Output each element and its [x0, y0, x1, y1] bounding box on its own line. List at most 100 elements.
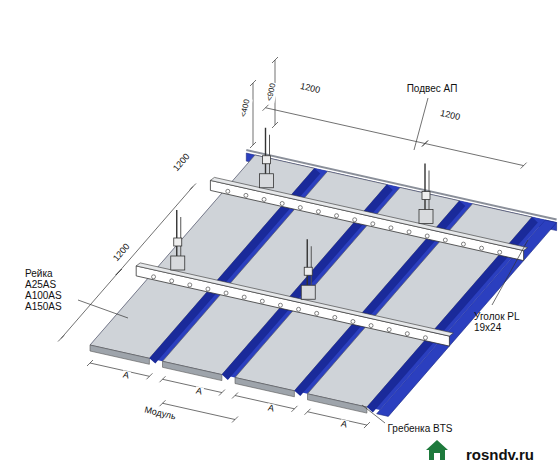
hanger-rod [176, 210, 177, 262]
stringer-tooth [315, 311, 319, 315]
leader-line [492, 240, 528, 305]
dimension-line [425, 144, 524, 166]
dimension-line [119, 187, 193, 273]
stringer-tooth [152, 275, 156, 279]
dimension-label: <900 [265, 81, 278, 102]
hanger-rod [265, 128, 266, 180]
dimension-label: 1200 [298, 82, 322, 97]
dimension-label: A [194, 386, 204, 397]
stringer-tooth [353, 218, 357, 222]
part-label: Подвес АП [407, 83, 458, 94]
stringer-tooth [298, 206, 302, 210]
hanger-spring [304, 267, 312, 275]
dimension-label: Модуль [142, 405, 177, 422]
stringer-tooth [335, 214, 339, 218]
dimension-label: <400 [239, 97, 252, 118]
dimension-label: 1200 [111, 241, 133, 264]
stringer-tooth [480, 246, 484, 250]
dimension-line [163, 379, 222, 392]
watermark-icon [426, 440, 448, 460]
rail-lip [163, 361, 222, 380]
dimension-tick [160, 376, 166, 382]
part-label: Уголок PL 19x24 [474, 311, 536, 333]
stringer-tooth [423, 336, 427, 340]
stringer-tooth [443, 238, 447, 242]
dimension-line [266, 108, 426, 144]
stringer-tooth [351, 319, 355, 323]
dimension-tick [190, 184, 196, 190]
dimension-tick [160, 400, 166, 406]
hanger-spring [422, 192, 430, 200]
part-label: Гребенка BTS [388, 423, 453, 434]
stringer-tooth [498, 250, 502, 254]
leader-line [78, 300, 128, 318]
stringer-tooth [206, 287, 210, 291]
stringer-tooth [262, 197, 266, 201]
hanger-bracket [301, 285, 315, 299]
dimension-tick [422, 141, 428, 147]
rail-lip [90, 345, 149, 364]
dimension-tick [364, 422, 370, 428]
stringer-tooth [280, 201, 284, 205]
stringer-top [210, 177, 527, 250]
dimension-label: 1200 [438, 109, 462, 124]
dimension-line [90, 363, 149, 376]
stringer-tooth [389, 226, 393, 230]
carrier-stringer [210, 180, 523, 260]
dimension-tick [272, 57, 278, 63]
dimension-tick [291, 406, 297, 412]
dimension-line [308, 412, 367, 425]
dimension-label: A [121, 370, 131, 381]
dimension-tick [58, 336, 64, 342]
leader-line [362, 405, 385, 423]
stringer-tooth [188, 283, 192, 287]
stringer-tooth [316, 210, 320, 214]
hanger-spring [174, 238, 182, 246]
stringer-tooth [244, 193, 248, 197]
stringer-tooth [405, 332, 409, 336]
dimension-tick [146, 373, 152, 379]
dimension-tick [263, 105, 269, 111]
stringer-tooth [224, 291, 228, 295]
hanger-bracket [419, 210, 433, 224]
hanger-bracket [260, 174, 274, 188]
stringer-tooth [170, 279, 174, 283]
dimension-label: A [266, 403, 276, 414]
dimension-tick [116, 269, 122, 275]
hanger-spring [263, 156, 271, 164]
dimension-label: A [339, 419, 349, 430]
dimension-tick [232, 393, 238, 399]
hanger-rod [307, 239, 308, 291]
stringer-tooth [371, 222, 375, 226]
stringer-tooth [242, 295, 246, 299]
dimension-tick [250, 80, 256, 86]
part-label: Рейка A25AS A100AS A150AS [25, 268, 75, 312]
stringer-tooth [387, 328, 391, 332]
dimension-tick [305, 409, 311, 415]
stringer-tooth [369, 324, 373, 328]
stringer-tooth [226, 189, 230, 193]
dimension-tick [272, 122, 278, 128]
stringer-tooth [407, 230, 411, 234]
dimension-label: 1200 [171, 151, 193, 174]
stringer-tooth [297, 307, 301, 311]
dimension-tick [219, 390, 225, 396]
stringer-tooth [461, 242, 465, 246]
dimension-tick [422, 141, 428, 147]
dimension-tick [250, 142, 256, 148]
stringer-tooth [278, 303, 282, 307]
dimension-tick [521, 163, 527, 169]
stringer-tooth [425, 234, 429, 238]
hanger-rod [424, 164, 425, 216]
dimension-tick [232, 417, 238, 423]
watermark: rosndv.ru [466, 447, 534, 464]
leader-line [414, 98, 428, 150]
dimension-tick [87, 360, 93, 366]
stringer-tooth [333, 315, 337, 319]
stringer-tooth [260, 299, 264, 303]
stringer-top [136, 263, 453, 336]
dimension-line [235, 396, 294, 409]
rail-lip [308, 394, 367, 413]
